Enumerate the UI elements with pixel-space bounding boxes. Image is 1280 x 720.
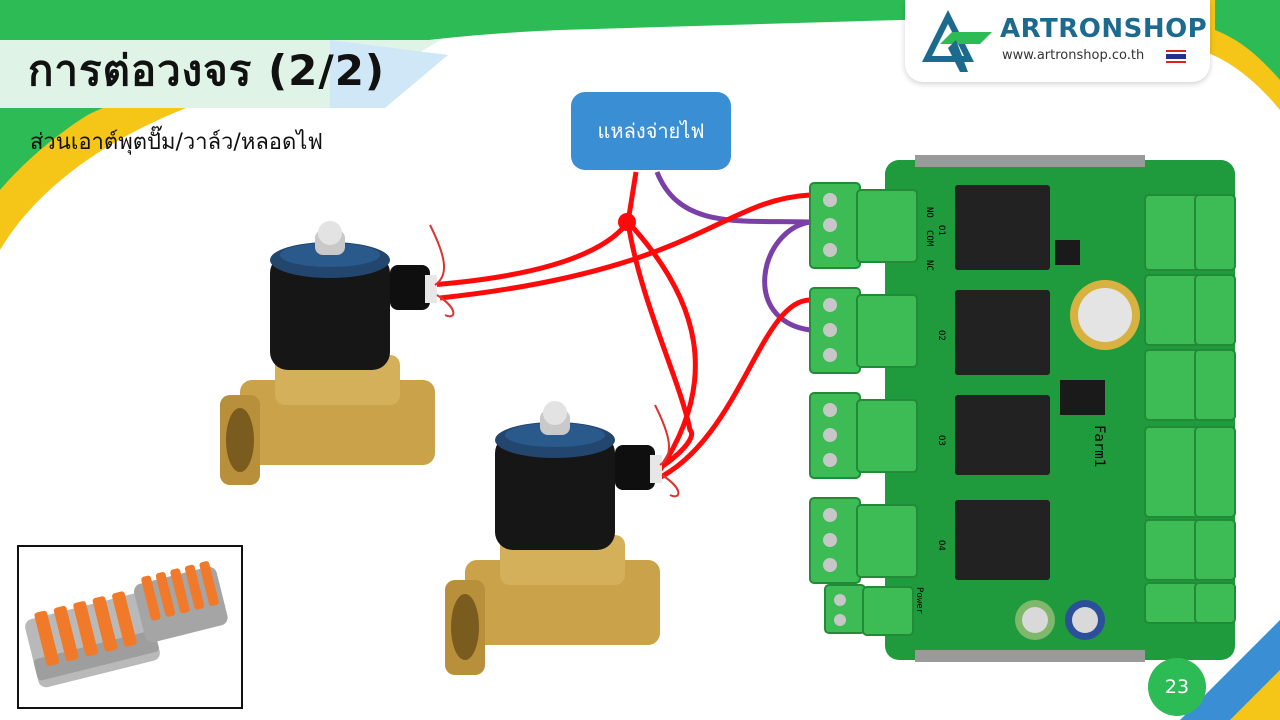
positive-wire-valve1 [429, 220, 631, 288]
page-number: 23 [1148, 658, 1206, 716]
junction-dot [618, 213, 636, 231]
artronshop-logo-icon [922, 10, 992, 72]
thai-flag-icon [1166, 50, 1186, 63]
solenoid-valve-1 [220, 221, 455, 485]
solenoid-valve-2 [445, 401, 680, 675]
terminal-label-nc-1: NC [924, 260, 934, 271]
relay1-wire-valve1 [439, 192, 811, 301]
negative-wire-o1 [654, 171, 811, 225]
board-brand-text: Farm1 [1091, 425, 1107, 467]
negative-wire-o2 [762, 219, 811, 333]
terminal-label-no-1: NO [924, 207, 934, 218]
slide-title: การต่อวงจร (2/2) [28, 46, 386, 95]
lever-wire-connectors-image [25, 561, 228, 688]
brand-url: www.artronshop.co.th [1002, 48, 1145, 63]
power-source-box: แหล่งจ่ายไฟ [571, 92, 731, 170]
output-label-o4: O4 [936, 540, 946, 551]
relay-board: NO COM NC O1 O2 O3 O4 Farm1 Power [809, 155, 1236, 662]
terminal-label-com-1: COM [924, 230, 934, 247]
power-terminal-label: Power [914, 587, 924, 615]
output-label-o3: O3 [936, 435, 946, 446]
brand-name: ARTRONSHOP [1000, 14, 1208, 44]
output-label-o1: O1 [936, 225, 946, 236]
relay2-wire-valve2 [653, 297, 811, 483]
output-label-o2: O2 [936, 330, 946, 341]
slide-subtitle: ส่วนเอาต์พุตปั๊ม/วาล์ว/หลอดไฟ [30, 130, 323, 155]
